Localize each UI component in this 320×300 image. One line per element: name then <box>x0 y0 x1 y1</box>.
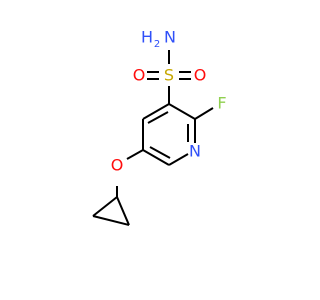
ether-oxygen-label: O <box>111 156 124 175</box>
sulfur-label: S <box>164 66 174 85</box>
amine-hydrogen-label: H <box>141 28 153 47</box>
bond-c5-o <box>126 149 144 160</box>
ring-nitrogen-label: N <box>189 142 201 161</box>
molecule-structure: H 2 N S O O F N O <box>92 28 227 226</box>
fluorine-label: F <box>217 94 226 113</box>
amine-subscript-label: 2 <box>154 39 160 50</box>
bond-c2-f <box>194 107 214 120</box>
bond-c5-c6-inner <box>149 146 171 159</box>
sulfonyl-oxygen-right-label: O <box>194 66 207 85</box>
molecule-canvas: H 2 N S O O F N O <box>92 27 227 226</box>
sulfonyl-oxygen-left-label: O <box>133 66 146 85</box>
bond-cp1-cp3 <box>116 196 130 226</box>
bond-c3-c2 <box>168 103 196 120</box>
bond-cp1-cp2 <box>92 196 118 217</box>
bond-c3-c4-outer <box>142 103 170 120</box>
amine-nitrogen-label: N <box>164 28 176 47</box>
bond-c6-n1 <box>168 153 189 166</box>
bond-c5-c6-outer <box>142 149 170 166</box>
bond-c3-c4-inner <box>147 111 169 124</box>
bond-cp2-cp3 <box>92 215 130 226</box>
